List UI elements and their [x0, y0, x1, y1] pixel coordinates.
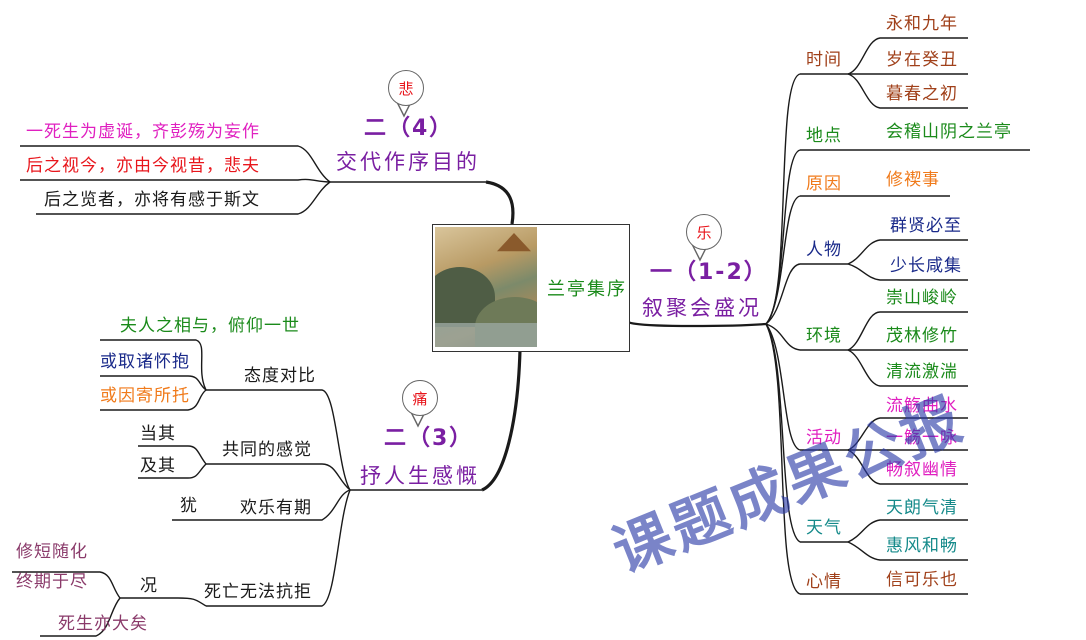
people-item-1: 群贤必至 [890, 216, 962, 236]
activity-item-1: 流觞曲水 [886, 396, 958, 416]
joy-item-1: 犹 [180, 496, 198, 516]
sub-label-env: 环境 [806, 326, 842, 346]
emotion-bubble-sorrow: 悲 [388, 70, 424, 106]
painting-image [435, 227, 537, 347]
death-note-1: 修短随化 [16, 542, 88, 562]
contrast-item-1: 夫人之相与，俯仰一世 [120, 316, 300, 336]
contrast-item-2: 或取诸怀抱 [100, 352, 190, 372]
reason-item-1: 修禊事 [886, 170, 940, 190]
sub-label-contrast: 态度对比 [244, 366, 316, 386]
death-note-2: 终期于尽 [16, 572, 88, 592]
env-item-2: 茂林修竹 [886, 326, 958, 346]
weather-item-2: 惠风和畅 [886, 536, 958, 556]
sub-label-mood: 心情 [806, 572, 842, 592]
time-item-2: 岁在癸丑 [886, 50, 958, 70]
sub-label-common: 共同的感觉 [222, 440, 312, 460]
center-title: 兰亭集序 [547, 279, 627, 300]
sub-label-time: 时间 [806, 50, 842, 70]
contrast-item-3: 或因寄所托 [100, 386, 190, 406]
center-topic: 兰亭集序 [432, 224, 630, 352]
death-item-1: 况 [140, 576, 158, 596]
emotion-bubble-pain: 痛 [402, 380, 438, 416]
b2-item-3: 后之览者，亦将有感于斯文 [44, 190, 260, 210]
sub-label-reason: 原因 [806, 174, 842, 194]
branch2-title: 交代作序目的 [336, 150, 480, 174]
common-item-1: 当其 [140, 424, 176, 444]
sub-label-activity: 活动 [806, 428, 842, 448]
mood-item-1: 信可乐也 [886, 570, 958, 590]
death-note-3: 死生亦大矣 [58, 614, 148, 634]
branch2-number: 二（4） [364, 116, 454, 141]
sub-label-weather: 天气 [806, 518, 842, 538]
branch1-number: 一（1-2） [650, 260, 768, 285]
sub-label-death: 死亡无法抗拒 [204, 582, 312, 602]
branch3-title: 抒人生感慨 [360, 464, 480, 488]
sub-label-people: 人物 [806, 240, 842, 260]
sub-label-joy: 欢乐有期 [240, 498, 312, 518]
time-item-1: 永和九年 [886, 14, 958, 34]
weather-item-1: 天朗气清 [886, 498, 958, 518]
sub-label-place: 地点 [806, 126, 842, 146]
place-item-1: 会稽山阴之兰亭 [886, 122, 1012, 142]
b2-item-1: 一死生为虚诞，齐彭殇为妄作 [26, 122, 260, 142]
activity-item-3: 畅叙幽情 [886, 460, 958, 480]
common-item-2: 及其 [140, 456, 176, 476]
emotion-bubble-joy: 乐 [686, 214, 722, 250]
branch3-number: 二（3） [384, 426, 474, 451]
b2-item-2: 后之视今，亦由今视昔，悲夫 [26, 156, 260, 176]
activity-item-2: 一觞一咏 [886, 428, 958, 448]
people-item-2: 少长咸集 [890, 256, 962, 276]
env-item-1: 崇山峻岭 [886, 288, 958, 308]
time-item-3: 暮春之初 [886, 84, 958, 104]
env-item-3: 清流激湍 [886, 362, 958, 382]
branch1-title: 叙聚会盛况 [642, 296, 762, 320]
